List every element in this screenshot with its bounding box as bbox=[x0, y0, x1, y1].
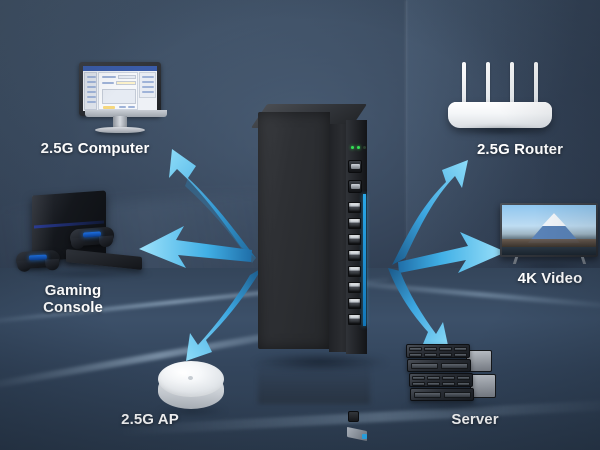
server-unit-3 bbox=[409, 373, 473, 387]
app-main-pane bbox=[98, 72, 138, 110]
tv-screen bbox=[502, 205, 596, 255]
arrow-to-gaming-console bbox=[139, 226, 252, 268]
router-body bbox=[448, 102, 552, 128]
arrow-to-router bbox=[392, 160, 468, 265]
router-shadow bbox=[456, 126, 546, 135]
server-unit-4 bbox=[410, 388, 474, 401]
switch-front-face bbox=[258, 112, 330, 349]
tv-shadow bbox=[508, 263, 590, 269]
controller-2[interactable] bbox=[70, 226, 114, 250]
ap-shadow bbox=[156, 405, 228, 417]
label-server: Server bbox=[451, 411, 499, 428]
tv-bezel bbox=[500, 203, 598, 257]
rj45-port-2[interactable] bbox=[348, 218, 361, 229]
rj45-port-4[interactable] bbox=[348, 250, 361, 261]
status-led-alert bbox=[363, 146, 366, 149]
monitor-chin bbox=[85, 110, 167, 117]
app-titlebar bbox=[83, 66, 157, 71]
sfp-port-1[interactable] bbox=[348, 160, 362, 173]
monitor-stand-neck bbox=[113, 116, 127, 128]
router-antenna-1 bbox=[462, 62, 466, 104]
port-accent-strip bbox=[363, 194, 366, 326]
router-antenna-4 bbox=[534, 62, 538, 104]
console-base-bar bbox=[66, 249, 142, 270]
sfp-port-2[interactable] bbox=[348, 180, 362, 193]
console-shadow bbox=[20, 269, 152, 279]
monitor-screen bbox=[83, 66, 157, 111]
reset-button[interactable] bbox=[348, 411, 359, 422]
access-point-icon[interactable] bbox=[152, 357, 230, 419]
app-right-pane bbox=[139, 72, 156, 98]
game-console-icon[interactable] bbox=[14, 190, 154, 281]
rj45-port-5[interactable] bbox=[348, 266, 361, 277]
switch-reflection bbox=[258, 362, 370, 404]
router-antenna-2 bbox=[486, 62, 490, 104]
brand-logo-accent bbox=[362, 434, 367, 439]
label-computer: 2.5G Computer bbox=[40, 140, 150, 157]
label-gaming-console: Gaming Console bbox=[43, 282, 103, 316]
mountain-snowcap bbox=[542, 213, 566, 226]
arrow-to-video bbox=[398, 232, 506, 273]
router-antenna-3 bbox=[510, 62, 514, 104]
television-icon[interactable] bbox=[500, 203, 598, 269]
server-unit-2 bbox=[407, 359, 471, 372]
app-sidebar bbox=[84, 72, 97, 110]
wall-seam bbox=[405, 0, 407, 300]
rj45-port-7[interactable] bbox=[348, 298, 361, 309]
rj45-port-3[interactable] bbox=[348, 234, 361, 245]
water-graphic bbox=[502, 247, 596, 255]
status-led-power bbox=[351, 146, 354, 149]
desktop-monitor-icon[interactable] bbox=[73, 62, 167, 140]
cityscape-graphic bbox=[502, 239, 596, 247]
rj45-port-6[interactable] bbox=[348, 282, 361, 293]
wifi-router-icon[interactable] bbox=[440, 62, 560, 135]
server-shadow bbox=[402, 402, 502, 412]
server-unit-1 bbox=[406, 344, 470, 358]
label-access-point: 2.5G AP bbox=[121, 411, 179, 428]
controller-1[interactable] bbox=[15, 249, 61, 273]
status-led-link bbox=[357, 146, 360, 149]
network-switch[interactable] bbox=[250, 98, 388, 442]
arrow-to-access-point bbox=[186, 268, 262, 361]
rj45-port-1[interactable] bbox=[348, 202, 361, 213]
controller-lightbar bbox=[28, 254, 48, 261]
monitor-stand-base bbox=[95, 127, 145, 133]
arrow-to-computer bbox=[169, 149, 256, 263]
server-rack-icon[interactable] bbox=[400, 340, 504, 412]
switch-shadow bbox=[250, 352, 390, 372]
rj45-port-8[interactable] bbox=[348, 314, 361, 325]
monitor-bezel bbox=[79, 62, 167, 117]
arrow-to-server bbox=[388, 268, 449, 350]
ap-status-indicator bbox=[188, 376, 193, 380]
label-router: 2.5G Router bbox=[476, 141, 564, 158]
label-video: 4K Video bbox=[517, 270, 583, 287]
